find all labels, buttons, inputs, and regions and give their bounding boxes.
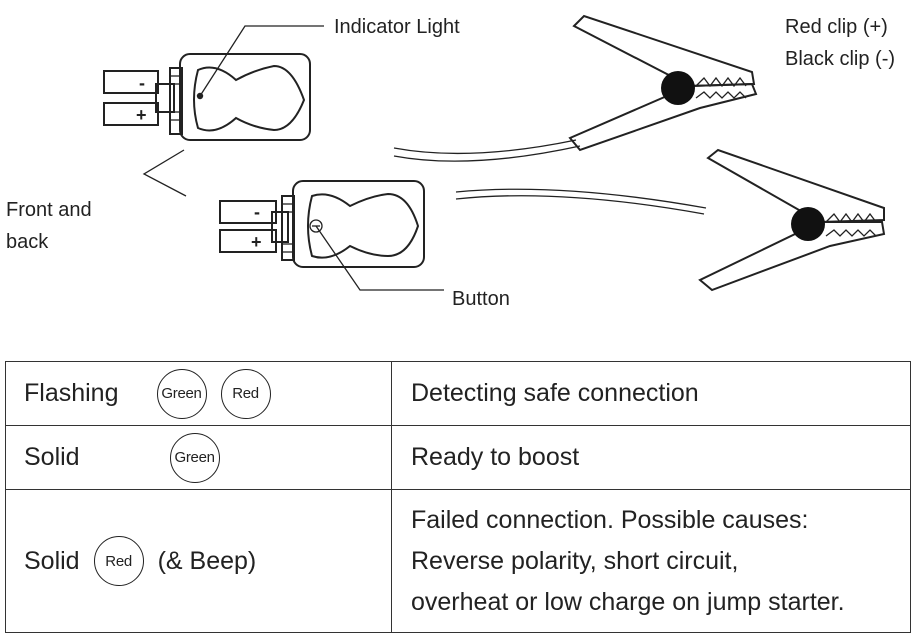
minus-sign-back: - [254, 202, 260, 222]
state-cell: Solid Red (& Beep) [5, 489, 392, 633]
state-label: Solid [24, 443, 80, 471]
description-text: Detecting safe connection [411, 379, 699, 407]
description-line: overheat or low charge on jump starter. [411, 587, 845, 616]
description-line: Reverse polarity, short circuit, [411, 546, 739, 575]
red-clip-label: Red clip (+) [785, 16, 888, 38]
front-back-label-line2: back [6, 231, 49, 253]
plus-sign-front: + [136, 105, 147, 125]
state-label: Flashing [24, 379, 119, 407]
indicator-leader-line [199, 25, 324, 97]
table-row: Solid Green Ready to boost [5, 425, 911, 490]
table-row: Solid Red (& Beep) Failed connection. Poss… [5, 489, 911, 633]
description-text: Ready to boost [411, 443, 580, 471]
description-cell: Failed connection. Possible causes: Reve… [391, 489, 911, 633]
state-label: Solid [24, 546, 80, 575]
black-clip [698, 148, 886, 292]
front-back-label-line1: Front and [6, 199, 92, 221]
black-clip-label: Black clip (-) [785, 48, 895, 70]
green-light-badge: Green [169, 432, 220, 483]
front-back-pointer [142, 149, 187, 197]
button-icon [309, 219, 323, 233]
module-back: - + [219, 180, 425, 268]
green-light-badge: Green [156, 368, 207, 419]
button-label: Button [452, 288, 510, 310]
module-front: - + [103, 53, 311, 141]
indicator-light-label: Indicator Light [334, 16, 460, 38]
description-cell: Detecting safe connection [391, 361, 911, 426]
description-line: Failed connection. Possible causes: [411, 505, 809, 534]
black-cable [455, 188, 707, 209]
red-cable [393, 139, 577, 155]
beep-note: (& Beep) [157, 546, 257, 575]
state-cell: Flashing Green Red [5, 361, 392, 426]
plus-sign-back: + [251, 232, 262, 252]
description-cell: Ready to boost [391, 425, 911, 490]
red-light-badge: Red [220, 368, 271, 419]
jumper-cable-diagram: - + - + [6, 14, 895, 310]
table-row: Flashing Green Red Detecting safe connecti… [5, 361, 911, 426]
state-cell: Solid Green [5, 425, 392, 490]
red-clip [568, 14, 758, 152]
red-light-badge: Red [93, 536, 144, 586]
minus-sign-front: - [139, 73, 145, 93]
button-leader-line [315, 225, 444, 291]
